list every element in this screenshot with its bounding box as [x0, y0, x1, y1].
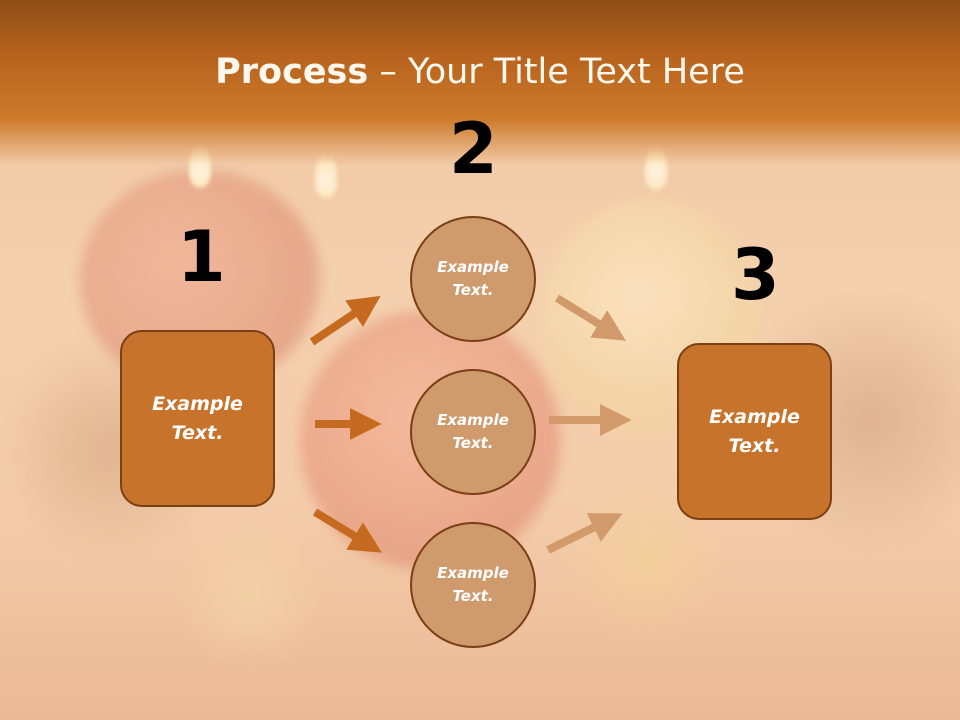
background-bell — [170, 520, 330, 670]
slide-title[interactable]: Process – Your Title Text Here — [0, 52, 960, 92]
step-box-1-line1: Example — [152, 392, 243, 415]
step-circle-3-line1: Example — [437, 564, 509, 582]
step-circle-2-line2: Text. — [452, 434, 494, 452]
step-number-3: 3 — [731, 234, 780, 316]
step-number-2: 2 — [449, 108, 498, 190]
title-band — [0, 0, 960, 165]
title-rest: – Your Title Text Here — [368, 52, 745, 92]
step-number-1: 1 — [177, 216, 226, 298]
title-bold: Process — [215, 52, 369, 92]
step-circle-1-line1: Example — [437, 258, 509, 276]
step-box-3-line1: Example — [709, 405, 800, 428]
step-circle-2-line1: Example — [437, 411, 509, 429]
arrow-to-circle-3 — [312, 508, 382, 553]
arrow-to-circle-1 — [309, 295, 381, 346]
step-circle-1-line2: Text. — [452, 281, 494, 299]
step-circle-3-line2: Text. — [452, 587, 494, 605]
step-box-1-line2: Text. — [171, 421, 224, 444]
arrow-from-circle-3 — [546, 513, 623, 554]
arrow-from-circle-1 — [554, 294, 626, 341]
step-box-3-line2: Text. — [728, 434, 781, 457]
